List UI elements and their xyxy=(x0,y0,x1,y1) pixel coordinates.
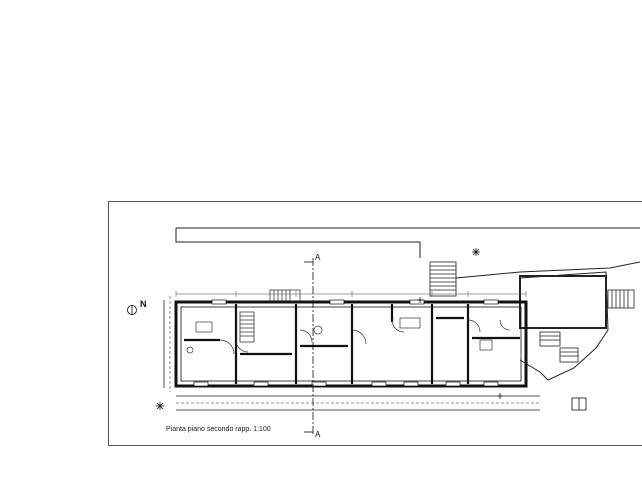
north-label: N xyxy=(140,299,147,309)
north-arrow-icon xyxy=(127,305,137,315)
interior-stair xyxy=(239,289,301,343)
scale-key-box xyxy=(571,397,587,411)
section-label-bottom: A xyxy=(315,430,321,439)
level-markers xyxy=(156,248,503,410)
right-annex-outline xyxy=(455,261,641,381)
drawing-caption: Pianta piano secondo rapp. 1:100 xyxy=(166,426,271,433)
window-marks xyxy=(193,299,499,387)
dimension-ticks xyxy=(175,291,527,297)
interior-partitions xyxy=(184,304,520,384)
bottom-walkway xyxy=(163,296,540,411)
section-line xyxy=(304,258,314,436)
drawing-frame xyxy=(108,201,642,446)
upper-stair xyxy=(429,261,457,297)
upper-terrace-outline xyxy=(175,227,640,258)
room-details xyxy=(186,317,493,354)
right-stair xyxy=(539,289,635,363)
right-annex-room xyxy=(519,275,607,329)
section-label-top: A xyxy=(315,253,321,262)
door-swings xyxy=(219,319,511,355)
